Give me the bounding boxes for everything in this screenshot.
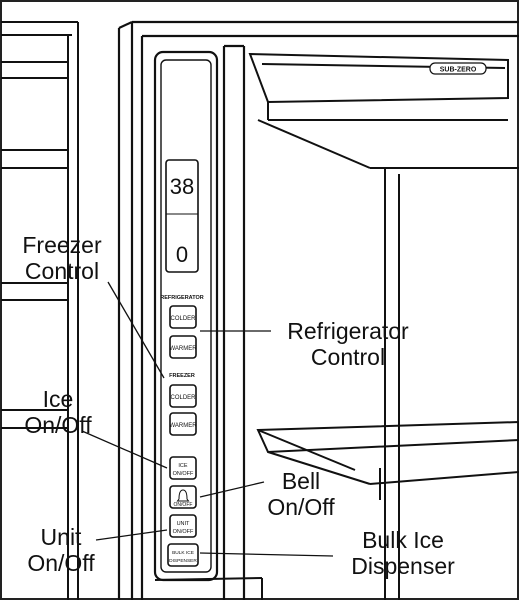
freezer-control-leader <box>107 281 165 379</box>
interior-walls <box>384 168 400 600</box>
right-door-frame <box>117 20 519 600</box>
callout-line1: Ice <box>42 386 74 412</box>
button-label-line2: DISPENSER <box>169 558 197 564</box>
button-label: WARMER <box>169 423 197 429</box>
freezer-temp-readout: 0 <box>176 242 188 267</box>
bell-on-off-callout: Bell On/Off <box>256 468 346 520</box>
freezer-colder-button[interactable]: COLDER <box>169 384 197 408</box>
bottom-trim <box>154 577 263 600</box>
unit-on-off-button[interactable]: UNIT ON/OFF <box>169 514 197 538</box>
refrigerator-control-callout: Refrigerator Control <box>268 318 428 370</box>
ice-on-off-button[interactable]: ICE ON/OFF <box>169 456 197 480</box>
callout-line1: Unit <box>40 524 82 550</box>
ice-on-off-callout: Ice On/Off <box>18 386 98 438</box>
freezer-warmer-button[interactable]: WARMER <box>169 412 197 436</box>
button-label: COLDER <box>170 316 196 322</box>
callout-line1: Refrigerator <box>287 318 409 344</box>
leader-lines <box>81 281 334 557</box>
refrigerator-warmer-button[interactable]: WARMER <box>169 335 197 359</box>
button-label-line2: ON/OFF <box>174 502 193 508</box>
callout-line2: On/Off <box>27 550 95 576</box>
freezer-control-callout: Freezer Control <box>12 232 112 284</box>
button-label-line2: ON/OFF <box>173 471 194 477</box>
button-label-line1: ICE <box>178 463 188 469</box>
callout-line2: Dispenser <box>351 553 455 579</box>
brand-logo-text: SUB-ZERO <box>440 67 477 74</box>
button-label-line1: UNIT <box>177 521 190 527</box>
callout-line2: Control <box>24 258 100 284</box>
callout-line2: On/Off <box>267 494 335 520</box>
bulk-ice-dispenser-button[interactable]: BULK ICE DISPENSER <box>167 543 199 567</box>
button-label: COLDER <box>170 395 196 401</box>
refrigerator-temp-readout: 38 <box>170 174 194 199</box>
bell-on-off-button[interactable]: ON/OFF <box>169 485 197 509</box>
button-label: WARMER <box>169 346 197 352</box>
bulk-ice-dispenser-callout: Bulk Ice Dispenser <box>328 527 478 579</box>
callout-line2: On/Off <box>24 412 92 438</box>
bulk-ice-dispenser-leader <box>199 552 334 557</box>
brand-logo-badge <box>429 62 487 75</box>
bell-on-off-leader <box>199 481 265 498</box>
bell-icon <box>176 489 190 502</box>
refrigerator-section-header: REFRIGERATOR <box>160 295 204 301</box>
unit-on-off-leader <box>95 529 168 541</box>
callout-line1: Bell <box>281 468 321 494</box>
button-label-line1: BULK ICE <box>172 550 194 556</box>
button-label-line2: ON/OFF <box>173 529 194 535</box>
unit-on-off-callout: Unit On/Off <box>16 524 106 576</box>
ice-on-off-leader <box>81 430 168 469</box>
callout-line2: Control <box>310 344 386 370</box>
refrigerator-colder-button[interactable]: COLDER <box>169 305 197 329</box>
temperature-display: 38 0 <box>165 159 199 273</box>
left-door <box>1 21 79 600</box>
glass-shelf <box>256 420 519 500</box>
callout-line1: Bulk Ice <box>362 527 444 553</box>
display-window <box>165 159 199 273</box>
callout-line1: Freezer <box>22 232 102 258</box>
freezer-section-header: FREEZER <box>169 373 195 379</box>
